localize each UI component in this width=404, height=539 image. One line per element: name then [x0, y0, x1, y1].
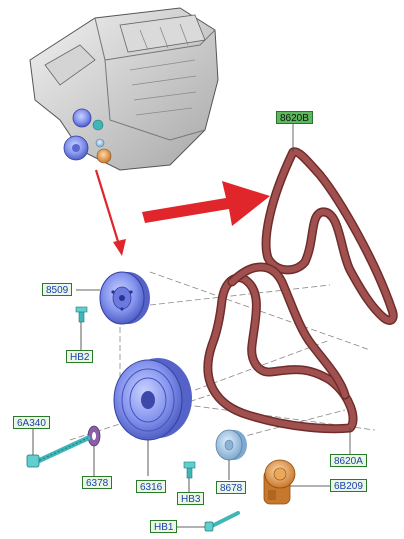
engine-illustration — [29, 7, 219, 171]
belt-8620a — [203, 262, 358, 454]
callout-8620a: 8620A — [330, 454, 367, 467]
water-pump-pulley — [99, 271, 150, 325]
belt-direction-arrow — [142, 181, 270, 226]
engine-tensioner — [96, 148, 112, 164]
callout-8678: 8678 — [216, 481, 247, 494]
callout-8509: 8509 — [42, 283, 73, 296]
idler-pulley — [215, 429, 247, 461]
bolt-hb2 — [75, 306, 88, 323]
callout-8620b: 8620B — [276, 111, 313, 124]
belt-tensioner — [263, 459, 296, 505]
callout-hb2: HB2 — [66, 350, 94, 363]
callout-6a340: 6A340 — [13, 416, 50, 429]
callout-hb3: HB3 — [177, 492, 205, 505]
zoom-pointer — [94, 169, 126, 256]
callout-6316: 6316 — [136, 480, 167, 493]
engine-pulley-upper — [72, 108, 92, 128]
washer-6378 — [87, 425, 101, 447]
callout-6b209: 6B209 — [330, 479, 367, 492]
bolt-6a340 — [26, 435, 91, 468]
leader-lines — [32, 289, 330, 528]
callout-6378: 6378 — [82, 476, 113, 489]
callout-hb1: HB1 — [150, 520, 178, 533]
bolt-hb1 — [204, 511, 240, 532]
crankshaft-damper — [113, 358, 192, 441]
bolt-hb3 — [183, 461, 196, 479]
belt-8620b — [261, 124, 398, 325]
